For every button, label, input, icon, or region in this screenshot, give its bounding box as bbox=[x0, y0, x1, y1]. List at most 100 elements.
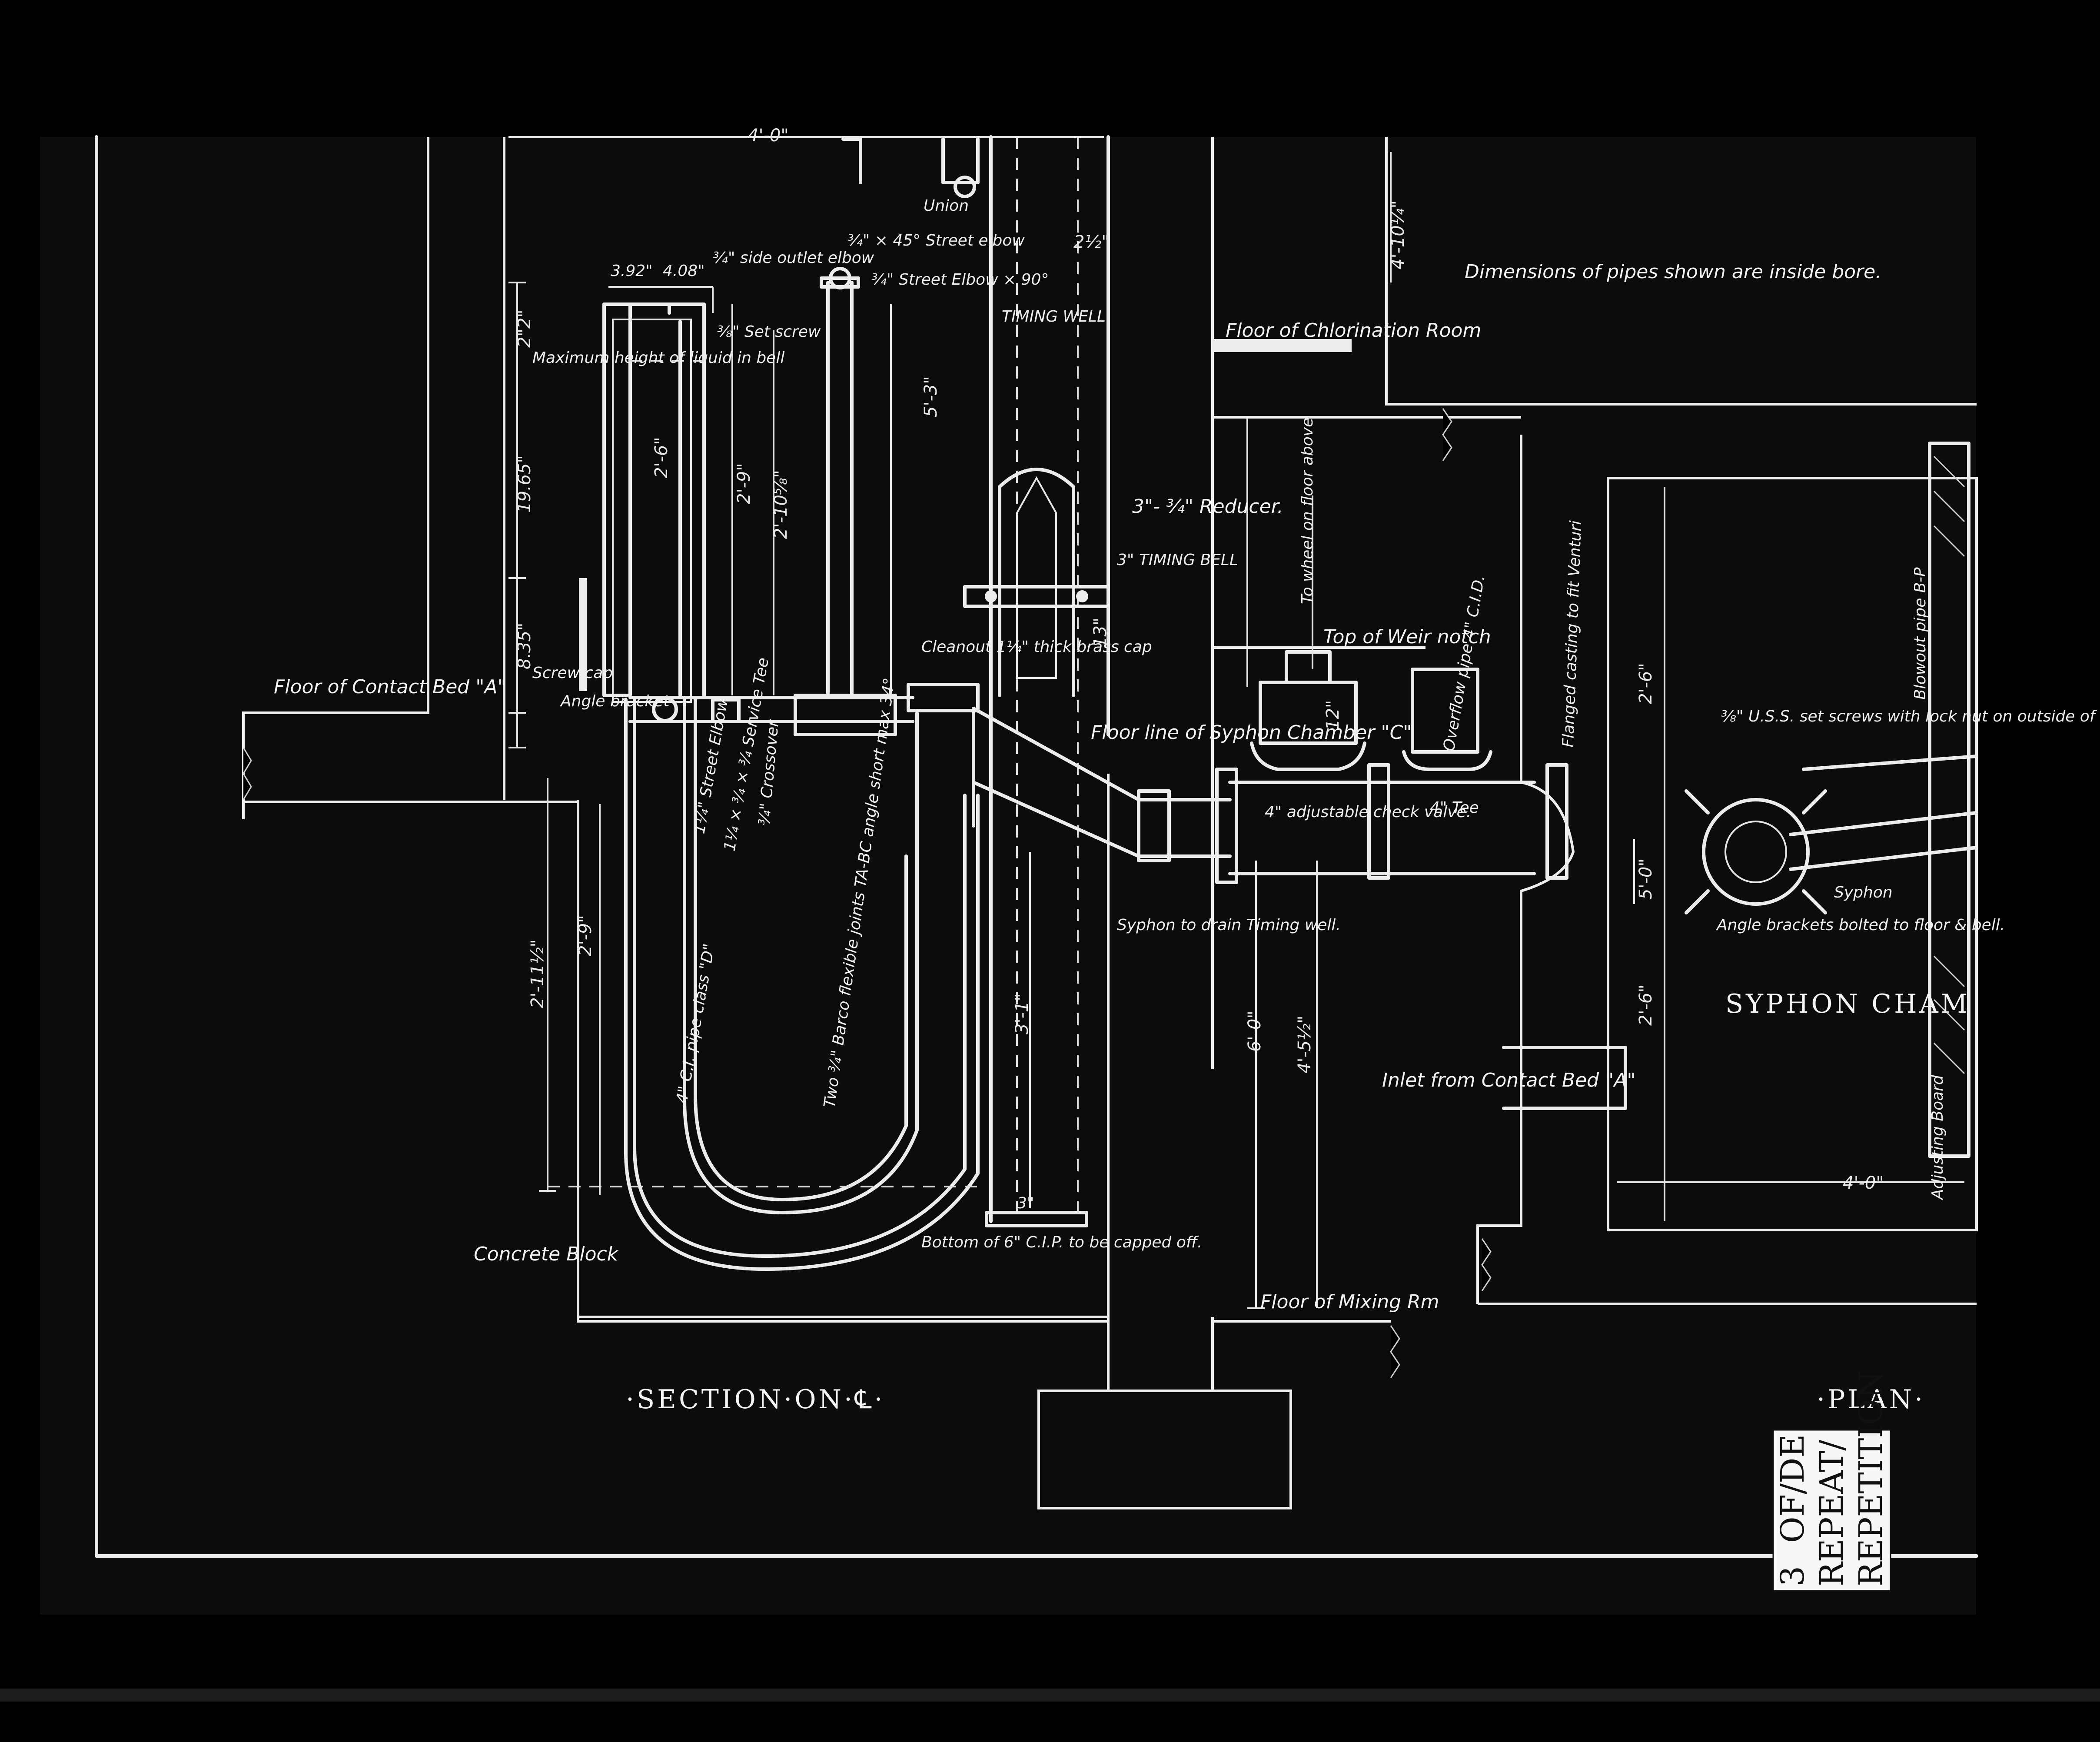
scan-bottom-strip bbox=[0, 1689, 2100, 1702]
foundation-block bbox=[1037, 1390, 1292, 1509]
label-side-outlet: ¾" side outlet elbow bbox=[713, 249, 874, 267]
label-timing-well: TIMING WELL bbox=[1002, 308, 1106, 326]
syphon-arm bbox=[1789, 755, 1978, 871]
dim-top-bell bbox=[608, 286, 714, 313]
label-2-9-low: 2'-9" bbox=[575, 915, 595, 956]
plan-bell bbox=[1702, 798, 1810, 906]
label-2-half: 2½" bbox=[1073, 232, 1110, 252]
label-set-screw: ⅜" Set screw bbox=[717, 323, 821, 341]
label-2-11half: 2'-11½" bbox=[528, 939, 548, 1008]
label-floor-chlorination: Floor of Chlorination Room bbox=[1226, 319, 1481, 342]
label-street-elbow-90: ¾" Street Elbow × 90° bbox=[871, 271, 1049, 289]
label-5-0: 5'-0" bbox=[1636, 858, 1656, 900]
bolt2 bbox=[1076, 590, 1088, 602]
label-concrete-block: Concrete Block bbox=[474, 1243, 619, 1265]
label-reducer: 3"- ¾" Reducer. bbox=[1132, 495, 1283, 518]
label-2-6-right: 2'-6" bbox=[1636, 663, 1656, 704]
label-street-elbow-45: ¾" × 45° Street elbow bbox=[847, 232, 1025, 249]
cap-plate bbox=[985, 1211, 1088, 1227]
bell-outer bbox=[602, 303, 706, 697]
label-uss-set-screws: ⅜" U.S.S. set screws with lock nut on ou… bbox=[1721, 708, 2100, 725]
label-syphon-drain: Syphon to drain Timing well. bbox=[1117, 916, 1341, 934]
label-syphon-chamber: SYPHON CHAM bbox=[1725, 989, 1970, 1019]
label-13: 13" bbox=[1090, 618, 1110, 648]
label-4-10: 4'-10¼" bbox=[1388, 200, 1408, 269]
label-screw-cap: Screw cap bbox=[532, 664, 613, 682]
check-valve-bonnet bbox=[1250, 741, 1366, 771]
break-mark bbox=[243, 747, 252, 800]
label-2-10: 2'-10⅝" bbox=[771, 470, 791, 539]
label-bottom-capped: Bottom of 6" C.I.P. to be capped off. bbox=[921, 1233, 1202, 1251]
label-timing-bell: 3" TIMING BELL bbox=[1117, 551, 1238, 569]
label-3-92: 3.92" bbox=[611, 262, 653, 280]
pipe-collar bbox=[1137, 789, 1171, 862]
u-pipe-outer-inner bbox=[633, 698, 967, 1258]
dim-left-vertical bbox=[508, 282, 526, 748]
service-tee bbox=[711, 698, 741, 723]
overflow-tee bbox=[1402, 750, 1492, 771]
bell-inner-cone bbox=[1016, 476, 1057, 679]
break-mark-2 bbox=[1442, 408, 1452, 461]
board-hatch bbox=[1933, 455, 1965, 1074]
label-inlet-contact: Inlet from Contact Bed "A" bbox=[1382, 1069, 1636, 1091]
stamp-number: 3 bbox=[1774, 1566, 1811, 1586]
upper-pipe bbox=[841, 137, 862, 184]
break-mark-3 bbox=[1481, 1238, 1492, 1291]
label-angle-bracket: Angle bracket bbox=[560, 692, 670, 710]
label-2-6-bell: 2'-6" bbox=[651, 437, 671, 478]
label-8-35: 8.35" bbox=[515, 623, 535, 669]
label-to-wheel: To wheel on floor above bbox=[1299, 418, 1316, 604]
bolt bbox=[985, 590, 997, 602]
label-cleanout: Cleanout 1¼" thick brass cap bbox=[921, 638, 1152, 656]
label-2-9-up: 2'-9" bbox=[734, 463, 754, 504]
repeat-stamp: 3 OF/DE REPEAT/ REPETITION bbox=[1772, 1371, 1891, 1592]
label-2-2: 2"2" bbox=[515, 309, 535, 348]
elbow-fitting bbox=[829, 267, 851, 289]
syphon-chamber-plan bbox=[1607, 477, 1978, 1231]
riser-pipe bbox=[826, 281, 854, 697]
label-4-08: 4.08" bbox=[663, 262, 705, 280]
bell-flange bbox=[963, 585, 1110, 608]
label-dimensions-note: Dimensions of pipes shown are inside bor… bbox=[1465, 261, 1881, 283]
overflow-pipe bbox=[1411, 668, 1479, 754]
blowout-board bbox=[1928, 442, 1970, 1158]
label-check-valve: 4" adjustable check valve. bbox=[1265, 803, 1471, 821]
sheet-area bbox=[40, 137, 1976, 1615]
stamp-repetition: REPETITION bbox=[1852, 1371, 1890, 1586]
sheet-border bbox=[95, 135, 1978, 1558]
u-pipe-inner2 bbox=[694, 698, 908, 1201]
angle-brackets-plan bbox=[1685, 789, 1827, 914]
plan-title: ·PLAN· bbox=[1817, 1384, 1925, 1415]
syphon-chamber-wall bbox=[1476, 435, 1575, 1304]
label-4-5half: 4'-5½" bbox=[1295, 1016, 1315, 1074]
header-pipe bbox=[628, 696, 914, 723]
label-top-weir: Top of Weir notch bbox=[1323, 626, 1491, 648]
street-elbow bbox=[820, 276, 860, 289]
chamber-lines bbox=[1213, 416, 1521, 649]
u-pipe-inner bbox=[683, 698, 919, 1214]
label-tee-4: 4" Tee bbox=[1430, 799, 1479, 817]
label-syphon: Syphon bbox=[1834, 884, 1893, 901]
bell-pipes bbox=[668, 303, 682, 697]
label-5-3: 5'-3" bbox=[921, 376, 941, 417]
plan-drawing bbox=[1607, 442, 1978, 1231]
stamp-paper bbox=[1772, 1429, 1891, 1592]
label-floor-mixing: Floor of Mixing Rm bbox=[1260, 1291, 1439, 1313]
screw-rod bbox=[579, 578, 587, 691]
dim-right-verticals bbox=[1246, 152, 1392, 687]
label-6-0: 6'-0" bbox=[1245, 1011, 1265, 1052]
cleanout-cap bbox=[907, 683, 980, 712]
angle-bracket-icon bbox=[652, 696, 678, 722]
dim-2-11 bbox=[539, 778, 556, 1192]
inlet-pipe bbox=[1502, 1046, 1627, 1110]
label-4-0-right: 4'-0" bbox=[1843, 1173, 1884, 1193]
dim-6-0 bbox=[1247, 861, 1265, 1309]
label-12: 12" bbox=[1323, 700, 1343, 730]
label-3-1: 3'-1" bbox=[1012, 993, 1032, 1034]
u-pipe-outer bbox=[624, 698, 980, 1271]
union-pipe bbox=[941, 137, 980, 184]
label-floor-line-syphon: Floor line of Syphon Chamber "C" bbox=[1091, 721, 1412, 744]
stamp-repeat: REPEAT/ bbox=[1813, 1440, 1851, 1586]
